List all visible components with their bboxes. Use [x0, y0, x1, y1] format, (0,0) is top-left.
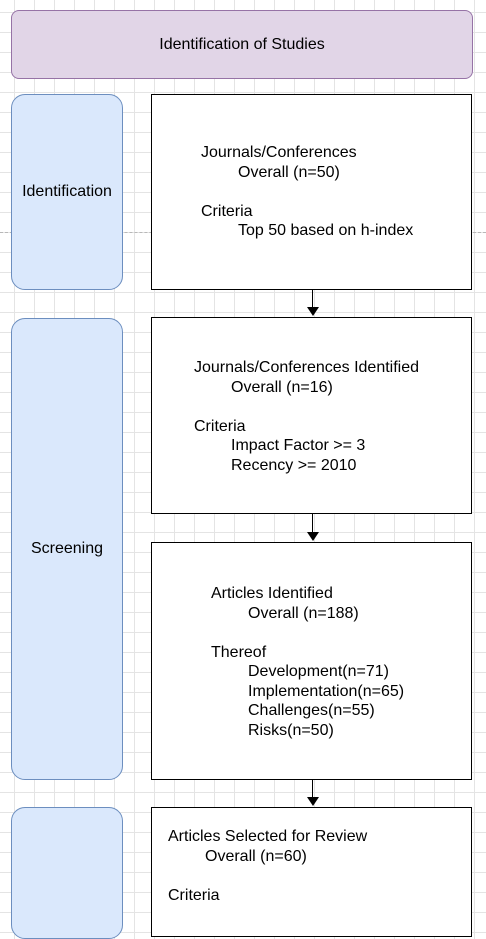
lane-included[interactable]: [11, 807, 123, 939]
arrow-connector: [312, 780, 313, 797]
articles-identified-overall: Overall (n=188): [248, 604, 359, 622]
journals-heading: Journals/Conferences: [201, 144, 357, 161]
arrow-head: [307, 307, 319, 316]
lane-screening[interactable]: Screening: [11, 318, 123, 780]
journals-identified-criteria-item: Recency >= 2010: [231, 456, 357, 474]
lane-identification[interactable]: Identification: [11, 94, 123, 290]
box-articles-selected[interactable]: Articles Selected for Review Overall (n=…: [151, 807, 472, 937]
arrow-head: [307, 797, 319, 806]
articles-identified-thereof-item: Risks(n=50): [248, 721, 334, 739]
articles-identified-thereof-label: Thereof: [211, 643, 267, 661]
articles-selected-overall: Overall (n=60): [205, 847, 307, 865]
phase-header[interactable]: Identification of Studies: [11, 10, 473, 79]
journals-overall: Overall (n=50): [238, 163, 340, 181]
articles-selected-heading: Articles Selected for Review: [168, 828, 368, 845]
articles-identified-thereof-item: Implementation(n=65): [248, 682, 405, 700]
journals-criteria-item: Top 50 based on h-index: [238, 222, 414, 239]
articles-identified-thereof-item: Challenges(n=55): [248, 702, 375, 719]
journals-identified-criteria-label: Criteria: [194, 417, 246, 435]
arrow-connector: [312, 514, 313, 532]
box-journals-identified[interactable]: Journals/Conferences Identified Overall …: [151, 317, 472, 514]
phase-header-label: Identification of Studies: [159, 35, 325, 53]
journals-identified-criteria-item: Impact Factor >= 3: [231, 437, 366, 454]
lane-identification-label: Identification: [22, 183, 112, 200]
arrow-connector: [312, 290, 313, 307]
arrow-head: [307, 532, 319, 541]
journals-identified-overall: Overall (n=16): [231, 378, 333, 396]
articles-identified-thereof-item: Development(n=71): [248, 663, 389, 680]
journals-criteria-label: Criteria: [201, 202, 253, 220]
box-journals[interactable]: Journals/Conferences Overall (n=50) Crit…: [151, 94, 472, 290]
articles-identified-heading: Articles Identified: [211, 585, 333, 602]
articles-selected-criteria-label: Criteria: [168, 886, 220, 904]
lane-screening-label: Screening: [30, 540, 104, 557]
box-articles-identified[interactable]: Articles Identified Overall (n=188) Ther…: [151, 542, 472, 780]
journals-identified-heading: Journals/Conferences Identified: [194, 359, 420, 376]
